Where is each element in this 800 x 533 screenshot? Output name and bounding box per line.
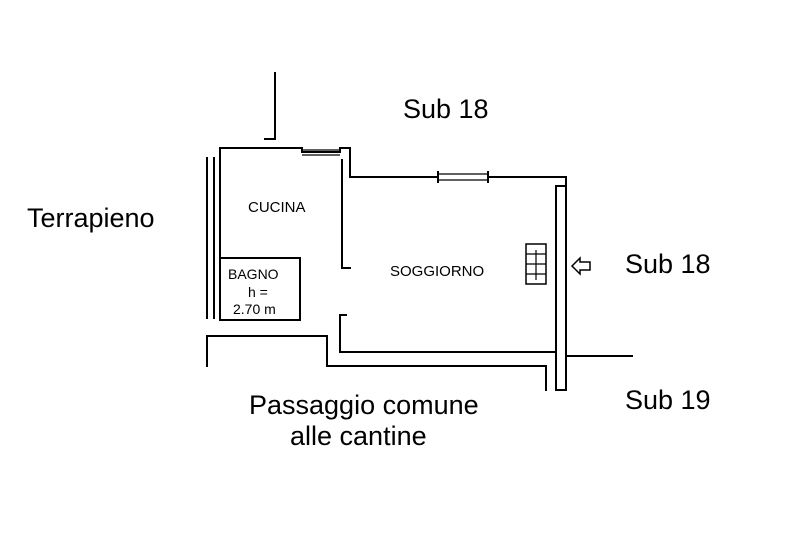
entrance-door xyxy=(525,243,547,285)
label-terrapieno: Terrapieno xyxy=(27,203,155,233)
label-sub18-top: Sub 18 xyxy=(403,94,489,124)
label-sub19: Sub 19 xyxy=(625,385,711,415)
bagno-height-label: h = xyxy=(248,284,268,300)
room-label-bagno: BAGNO xyxy=(228,266,279,282)
walls xyxy=(206,72,633,391)
label-passaggio-line2: alle cantine xyxy=(290,421,427,451)
label-passaggio-line1: Passaggio comune xyxy=(249,390,479,420)
label-sub18-right: Sub 18 xyxy=(625,249,711,279)
entrance-arrow-icon xyxy=(570,256,591,276)
bagno-height-value: 2.70 m xyxy=(233,301,276,317)
room-label-cucina: CUCINA xyxy=(248,199,306,216)
kitchen-window xyxy=(302,149,340,156)
room-label-soggiorno: SOGGIORNO xyxy=(390,263,484,280)
